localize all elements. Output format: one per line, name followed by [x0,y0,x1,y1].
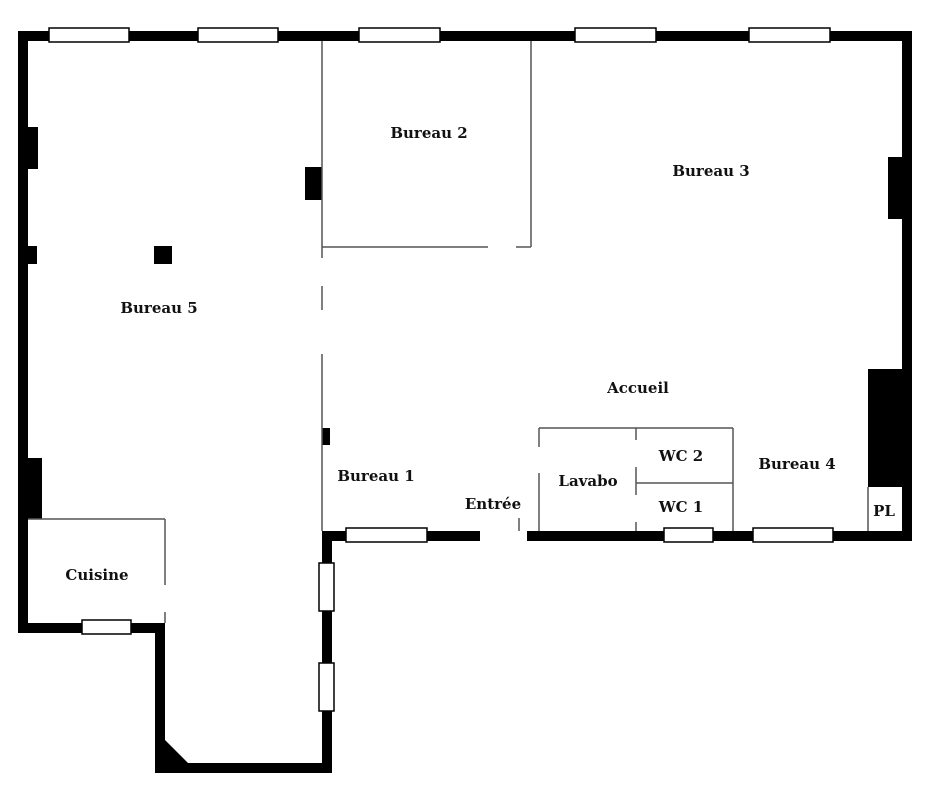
pillar-right-1 [888,157,902,219]
wall-wing-bottom [155,763,332,773]
room-label-accueil: Accueil [607,379,669,397]
pillar-right-2 [868,369,902,487]
room-label-bureau-5: Bureau 5 [120,299,198,317]
room-label-wc-2: WC 2 [658,447,704,465]
exterior-walls [18,31,912,773]
wall-chamfer [165,740,188,763]
room-label-bureau-3: Bureau 3 [672,162,750,180]
wall-left [18,31,28,633]
window-cuisine [81,619,132,635]
room-label-bureau-1: Bureau 1 [337,467,415,485]
window-top-3 [358,27,441,43]
pillar-bureau2 [305,167,322,200]
room-label-lavabo: Lavabo [558,472,618,490]
room-label-bureau-2: Bureau 2 [390,124,468,142]
room-label-pl: PL [873,502,895,520]
window-top-2 [197,27,279,43]
pillar-left-2 [28,246,37,264]
window-top-4 [574,27,657,43]
window-wing-2 [318,662,335,712]
wall-top [18,31,912,41]
wall-bottom-east [527,531,912,541]
window-wc1 [663,527,714,543]
room-label-wc-1: WC 1 [658,498,704,516]
partitions [28,41,869,623]
window-top-5 [748,27,831,43]
window-wing-1 [318,562,335,612]
wall-wing-west [155,623,165,773]
room-label-entree: Entrée [464,495,522,513]
room-label-cuisine: Cuisine [65,566,129,584]
pillar-left-3 [28,458,42,519]
pillars [28,127,902,519]
windows [48,27,834,712]
wall-wing-east [322,531,332,773]
pillar-bureau1 [322,428,330,445]
window-bureau4 [752,527,834,543]
window-top-1 [48,27,130,43]
window-bureau1 [345,527,428,543]
wall-right [902,31,912,541]
room-label-bureau-4: Bureau 4 [758,455,836,473]
pillar-center [154,246,172,264]
pillar-left-1 [28,127,38,169]
